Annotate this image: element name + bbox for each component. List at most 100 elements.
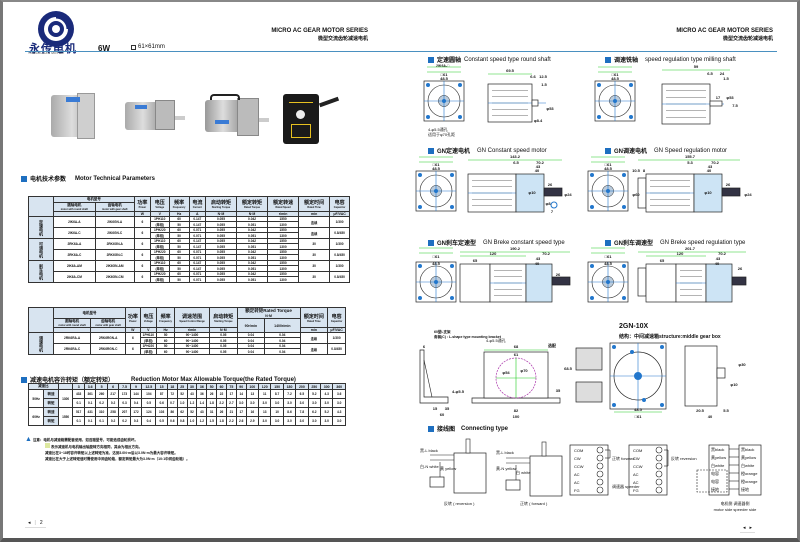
rated-time: 连续 [299, 332, 329, 344]
prev-page-button[interactable]: ◂ [28, 520, 31, 526]
mount-hole [418, 296, 422, 300]
capacitor: 1/300 [329, 238, 350, 250]
power: 6 [133, 249, 152, 261]
brake-body [645, 263, 677, 303]
dim-label: 40 [715, 261, 720, 266]
terminal-label: AC [574, 480, 580, 485]
value: 0.05 [208, 348, 238, 355]
dim-label: □61 [612, 72, 620, 77]
power: 6 [125, 332, 141, 344]
photo-gear-motor [125, 100, 185, 130]
terminal [655, 486, 663, 494]
group-label: 可调电机 [28, 238, 54, 261]
header-corner [28, 196, 54, 217]
pager-right: ◂ ▸ [740, 524, 756, 533]
value: 2.6 [235, 416, 247, 426]
value: 431 [83, 407, 97, 417]
wire-label: 黑-L black [420, 448, 438, 453]
dim-label: 82 [514, 408, 519, 413]
value: 26 [216, 407, 227, 417]
speeder-side-label: 橙orange [741, 478, 758, 484]
value: 0.1 [83, 416, 97, 426]
value: 173 [118, 389, 131, 399]
terminal-block-a [569, 444, 609, 496]
row-unit: 转速 [43, 389, 59, 399]
motor-forward [529, 455, 563, 497]
next-page-button[interactable]: ▸ [749, 525, 753, 531]
dim-label: φ24 [564, 192, 572, 197]
capacitor: 1/300 [329, 260, 350, 272]
dim-label: 190.2 [510, 246, 521, 251]
model-round: 2IK6A-C [53, 227, 96, 239]
motor-forward-shaft [541, 441, 547, 457]
wire-label: 黑-L black [496, 450, 514, 455]
model-gear: 2IK6GN-C [94, 227, 135, 239]
motor-speed: 1300 [57, 389, 74, 408]
value: 6.2 [307, 407, 322, 417]
hole-note: 4-φ5.5通孔 [486, 337, 506, 343]
terminal [655, 462, 663, 470]
terminal [596, 486, 604, 494]
dim-label: 40 [707, 168, 712, 173]
dim-label: 8 [643, 168, 646, 173]
rated-time: 连续 [298, 227, 331, 239]
gearbox [693, 173, 723, 213]
mount-hole [458, 115, 462, 119]
dim-label: 17 [716, 95, 721, 100]
wire-label: 黄 yellow [440, 465, 456, 471]
value: 3.0 [245, 398, 260, 408]
mount-hole [612, 345, 616, 349]
value: 104 [141, 389, 157, 399]
value: 7.2 [282, 389, 297, 399]
value: 13 [245, 389, 260, 399]
value: 1.8 [216, 416, 227, 426]
left-page: 永传电机 YONGCHUAN MOTOR 6W 61×61mm MICRO AC… [3, 0, 400, 542]
dim-label: 6 [423, 344, 426, 349]
value: 361 [83, 389, 97, 399]
model-round: 2RK6A-C [53, 249, 96, 261]
brand-name-en: YONGCHUAN MOTOR [28, 51, 64, 55]
dim-label: 20.5 [696, 408, 705, 413]
rated-time: 连续 [298, 216, 331, 228]
dim-label: 65 [473, 258, 478, 263]
value: 2.2 [225, 416, 237, 426]
value: 52 [186, 407, 198, 417]
value: 6.5 [295, 389, 309, 399]
dim-label: 1.5 [541, 82, 547, 87]
terminal [655, 478, 663, 486]
value: 0.3 [118, 398, 131, 408]
gearbox-shaft-side [716, 367, 726, 379]
dim-label: 60 [440, 412, 445, 417]
terminal-label: CW [633, 456, 640, 461]
brake-body [459, 263, 491, 303]
prev-page-button-right[interactable]: ◂ [743, 525, 746, 531]
group-label: 定速电机 [28, 216, 54, 239]
photo-constant-speed-motor [51, 93, 95, 139]
value: 7.8 [295, 407, 309, 417]
power: 6 [133, 216, 152, 228]
value: 1.2 [186, 398, 198, 408]
value: 60 [156, 348, 176, 355]
terminal-block-b [628, 444, 668, 496]
value: 3.0 [295, 398, 309, 408]
gearbox-side [684, 345, 718, 407]
value: 124 [141, 407, 157, 417]
dim-label: φ70 [520, 368, 528, 373]
wire-caption: 正转 ( forward ) [520, 500, 548, 506]
dim-label: 61 [514, 352, 519, 357]
dim-label: φ54 [502, 370, 510, 375]
